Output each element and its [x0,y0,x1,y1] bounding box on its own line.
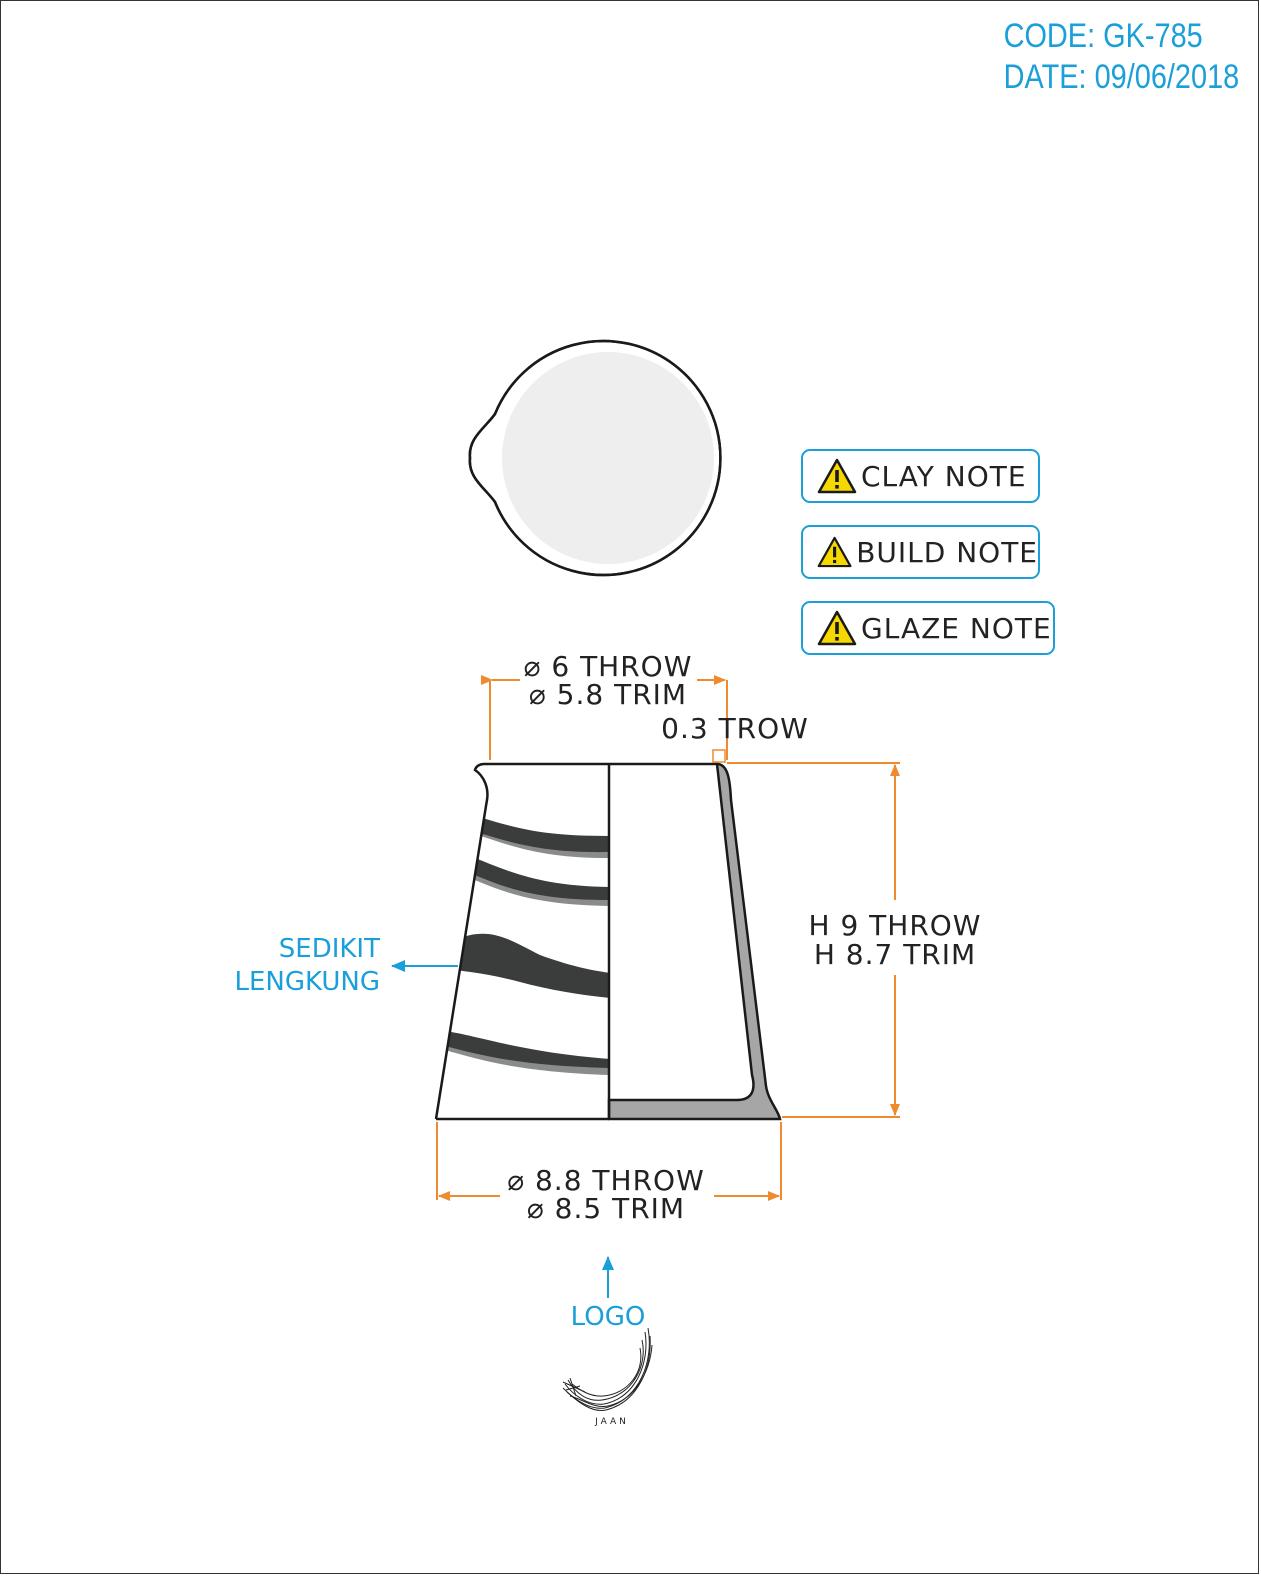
top-diameter-throw-label: ⌀ 6 THROW [524,650,693,683]
warning-triangle-icon [817,610,857,646]
curve-callout-line2: LENGKUNG [235,967,381,997]
logo-callout-label: LOGO [571,1302,646,1332]
curve-callout-line1: SEDIKIT [279,934,380,964]
base-diameter-trim-label: ⌀ 8.5 TRIM [527,1192,685,1225]
wall-thickness-label: 0.3 TROW [661,712,809,745]
title-block: CODE: GK-785 DATE: 09/06/2018 [1003,16,1239,98]
top-view [468,339,722,577]
build-note-badge[interactable]: BUILD NOTE [801,525,1040,579]
height-trim-label: H 8.7 TRIM [814,938,976,971]
clay-note-label: CLAY NOTE [861,459,1027,493]
wall-thickness-dimension: 0.3 TROW [661,712,809,763]
code-label: CODE: GK-785 [1003,17,1203,55]
glaze-note-label: GLAZE NOTE [861,611,1052,645]
side-view-section [607,762,782,1121]
height-dimension: H 9 THROW H 8.7 TRIM [727,762,981,1118]
date-label: DATE: 09/06/2018 [1003,58,1239,96]
warning-triangle-icon [817,458,857,494]
brand-name: JAAN [594,1417,629,1427]
height-throw-label: H 9 THROW [808,909,981,942]
top-diameter-trim-label: ⌀ 5.8 TRIM [529,678,687,711]
top-diameter-dimension: ⌀ 6 THROW ⌀ 5.8 TRIM [481,650,728,760]
jaan-logo: JAAN [562,1327,653,1427]
clay-note-badge[interactable]: CLAY NOTE [801,449,1040,503]
curve-callout: SEDIKIT LENGKUNG [235,934,458,997]
logo-callout: LOGO [571,1256,646,1332]
base-diameter-dimension: ⌀ 8.8 THROW ⌀ 8.5 TRIM [436,1122,782,1225]
warning-triangle-icon [817,536,852,568]
side-view-exterior [434,762,609,1121]
base-diameter-throw-label: ⌀ 8.8 THROW [507,1164,705,1197]
glaze-note-badge[interactable]: GLAZE NOTE [801,601,1055,655]
build-note-label: BUILD NOTE [856,535,1038,569]
